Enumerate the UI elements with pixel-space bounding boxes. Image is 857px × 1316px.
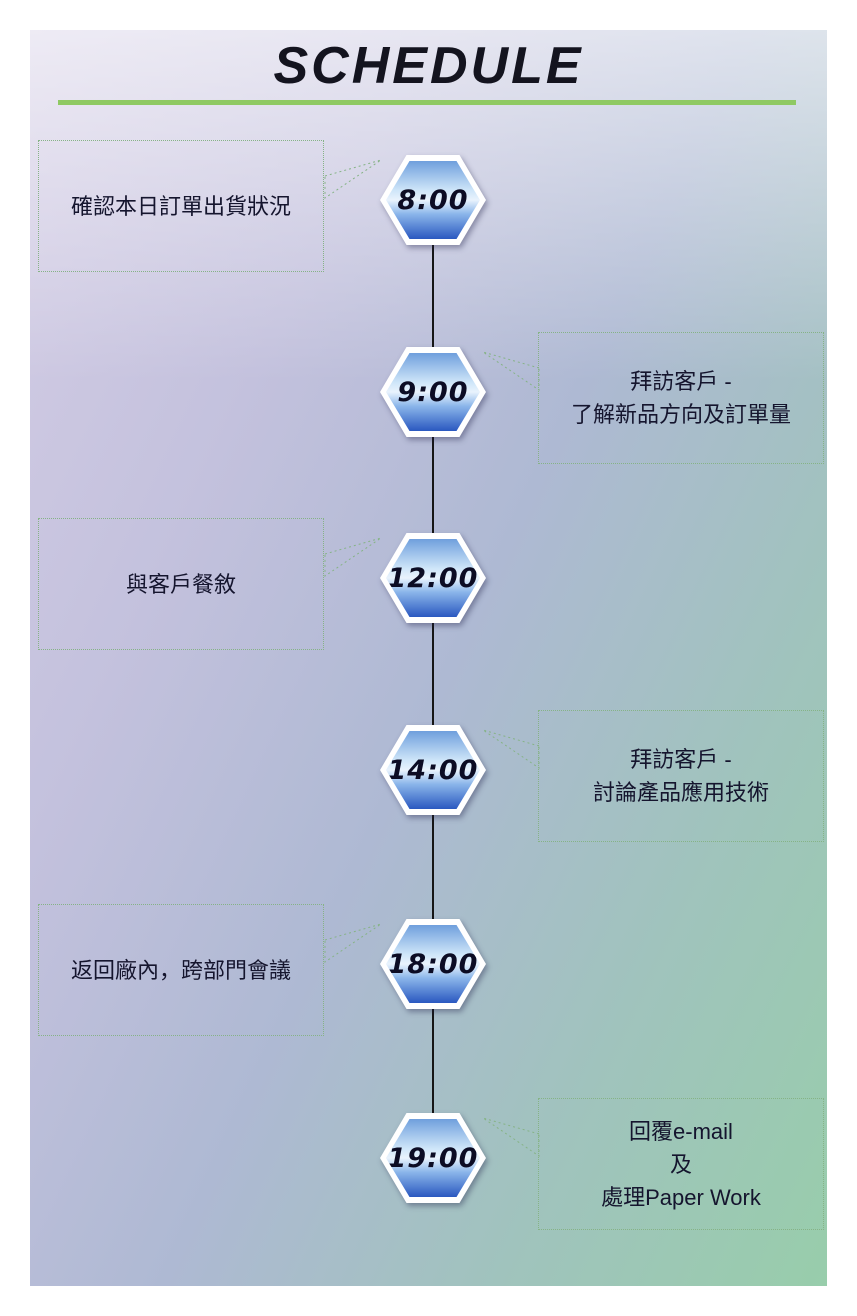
callout-text-line: 及 [669, 1151, 692, 1177]
time-label: 18:00 [387, 948, 479, 980]
callout-pointer [324, 537, 382, 577]
callout-box-1400: 拜訪客戶 - 討論產品應用技術 [538, 710, 824, 842]
hexagon-face: 9:00 [386, 353, 480, 431]
callout-box-1800: 返回廠內，跨部門會議 [38, 904, 324, 1036]
callout-pointer [482, 1117, 540, 1157]
hexagon-border: 8:00 [380, 155, 486, 245]
callout-box-800: 確認本日訂單出貨狀況 [38, 140, 324, 272]
callout-pointer [324, 159, 382, 199]
hexagon-border: 19:00 [380, 1113, 486, 1203]
hexagon-face: 8:00 [386, 161, 480, 239]
callout-text-line: 處理Paper Work [601, 1184, 761, 1210]
callout-pointer [324, 923, 382, 963]
callout-text-line: 返回廠內，跨部門會議 [70, 957, 291, 983]
hexagon-border: 18:00 [380, 919, 486, 1009]
callout-text-line: 確認本日訂單出貨狀況 [70, 193, 291, 219]
timeline-connector-line [432, 200, 434, 1158]
time-hexagon: 8:00 [380, 155, 486, 245]
hexagon-border: 9:00 [380, 347, 486, 437]
hexagon-face: 14:00 [386, 731, 480, 809]
hexagon-border: 14:00 [380, 725, 486, 815]
time-hexagon: 14:00 [380, 725, 486, 815]
callout-text-line: 拜訪客戶 - [630, 369, 732, 394]
page-title: SCHEDULE [273, 37, 584, 95]
callout-text-line: 回覆e-mail [629, 1118, 733, 1144]
callout-text-line: 了解新品方向及訂單量 [570, 402, 791, 427]
hexagon-border: 12:00 [380, 533, 486, 623]
time-label: 12:00 [387, 562, 479, 594]
callout-box-900: 拜訪客戶 - 了解新品方向及訂單量 [538, 332, 824, 464]
time-hexagon: 19:00 [380, 1113, 486, 1203]
time-label: 9:00 [397, 376, 469, 408]
callout-text-line: 拜訪客戶 - [630, 747, 732, 772]
time-label: 19:00 [387, 1142, 479, 1174]
callout-pointer [482, 729, 540, 769]
hexagon-face: 19:00 [386, 1119, 480, 1197]
time-label: 8:00 [397, 184, 469, 216]
time-hexagon: 12:00 [380, 533, 486, 623]
callout-box-1200: 與客戶餐敘 [38, 518, 324, 650]
time-label: 14:00 [387, 754, 479, 786]
callout-pointer [482, 351, 540, 391]
callout-text-line: 討論產品應用技術 [592, 780, 769, 805]
hexagon-face: 12:00 [386, 539, 480, 617]
callout-box-1900: 回覆e-mail 及處理Paper Work [538, 1098, 824, 1230]
time-hexagon: 18:00 [380, 919, 486, 1009]
callout-text-line: 與客戶餐敘 [125, 571, 236, 597]
title-underline [58, 100, 796, 105]
hexagon-face: 18:00 [386, 925, 480, 1003]
time-hexagon: 9:00 [380, 347, 486, 437]
